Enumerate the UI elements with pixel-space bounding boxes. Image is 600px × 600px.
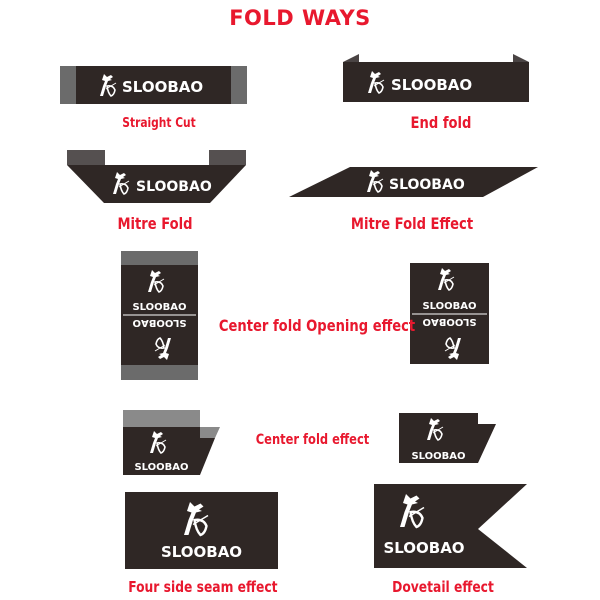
brand-text: SLOOBAO	[132, 302, 186, 313]
brand-text: SLOOBAO	[136, 179, 212, 195]
caption-center-fold: Center fold effect	[255, 432, 370, 448]
center-fold-opening-closed-label: SLOOBAO SLOOBAO	[410, 263, 489, 364]
caption-mitre-fold-effect: Mitre Fold Effect	[350, 214, 474, 233]
caption-mitre-fold: Mitre Fold	[117, 214, 193, 233]
brand-text: SLOOBAO	[422, 301, 476, 312]
mitre-fold-effect-label: SLOOBAO	[289, 167, 538, 197]
brand-text-inverted: SLOOBAO	[422, 316, 476, 327]
caption-dovetail: Dovetail effect	[392, 578, 494, 596]
brand-text: SLOOBAO	[383, 539, 464, 557]
brand-text-inverted: SLOOBAO	[132, 317, 186, 328]
straight-cut-label: SLOOBAO	[60, 66, 247, 104]
caption-end-fold: End fold	[410, 113, 472, 132]
caption-straight-cut: Straight Cut	[122, 116, 196, 131]
mitre-fold-label: SLOOBAO	[67, 150, 246, 203]
four-side-seam-label: SLOOBAO	[125, 492, 278, 569]
dovetail-label: SLOOBAO	[374, 484, 527, 568]
brand-text: SLOOBAO	[122, 78, 203, 96]
brand-text: SLOOBAO	[411, 451, 465, 462]
brand-text: SLOOBAO	[391, 76, 472, 94]
brand-text: SLOOBAO	[389, 177, 465, 193]
brand-text: SLOOBAO	[134, 462, 188, 473]
brand-text: SLOOBAO	[161, 543, 242, 561]
center-fold-opening-open-label: SLOOBAO SLOOBAO	[121, 251, 198, 380]
end-fold-label: SLOOBAO	[343, 54, 529, 102]
caption-four-side-seam: Four side seam effect	[128, 578, 278, 596]
caption-center-fold-opening: Center fold Opening effect	[218, 316, 416, 335]
center-fold-effect-closed-label: SLOOBAO	[399, 413, 496, 463]
center-fold-effect-open-label: SLOOBAO	[123, 410, 220, 475]
page-title: FOLD WAYS	[229, 6, 371, 30]
